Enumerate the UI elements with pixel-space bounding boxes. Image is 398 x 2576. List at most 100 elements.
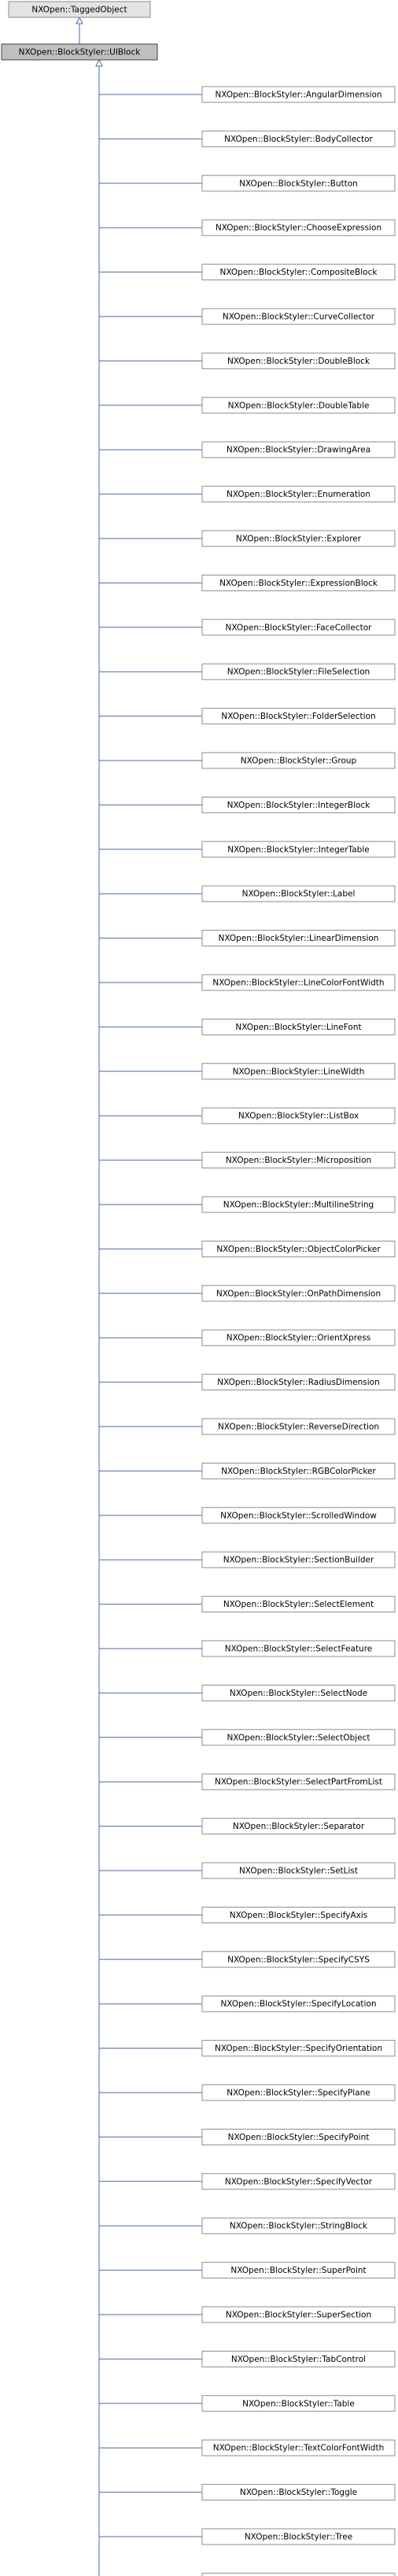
node-bodycollector-label: NXOpen::BlockStyler::BodyCollector: [224, 135, 373, 144]
node-stringblock[interactable]: NXOpen::BlockStyler::StringBlock: [201, 2217, 396, 2234]
node-separator[interactable]: NXOpen::BlockStyler::Separator: [201, 1818, 396, 1835]
node-toggle[interactable]: NXOpen::BlockStyler::Toggle: [201, 2484, 396, 2501]
node-tagged-object-box: [8, 1, 151, 18]
node-facecollector[interactable]: NXOpen::BlockStyler::FaceCollector: [201, 619, 396, 636]
node-selectobject[interactable]: NXOpen::BlockStyler::SelectObject: [201, 1729, 396, 1746]
node-objectcolorpicker[interactable]: NXOpen::BlockStyler::ObjectColorPicker: [201, 1240, 396, 1257]
node-radiusdimension-label: NXOpen::BlockStyler::RadiusDimension: [217, 1378, 380, 1387]
node-separator-box: [201, 1818, 396, 1835]
node-linewidth-label: NXOpen::BlockStyler::LineWidth: [233, 1067, 365, 1076]
node-onpathdimension-label: NXOpen::BlockStyler::OnPathDimension: [216, 1289, 381, 1298]
node-button-box: [201, 175, 396, 192]
node-textcolorfontwidth[interactable]: NXOpen::BlockStyler::TextColorFontWidth: [201, 2439, 396, 2456]
node-specifycsys[interactable]: NXOpen::BlockStyler::SpecifyCSYS: [201, 1951, 396, 1968]
node-listbox-box: [201, 1107, 396, 1124]
node-setlist-label: NXOpen::BlockStyler::SetList: [239, 1867, 358, 1876]
node-selectobject-box: [201, 1729, 396, 1746]
node-selectnode[interactable]: NXOpen::BlockStyler::SelectNode: [201, 1684, 396, 1701]
node-orientxpress[interactable]: NXOpen::BlockStyler::OrientXpress: [201, 1329, 396, 1346]
node-integertable-box: [201, 841, 396, 858]
node-curvecollector[interactable]: NXOpen::BlockStyler::CurveCollector: [201, 308, 396, 325]
node-scrolledwindow-box: [201, 1507, 396, 1524]
node-textcolorfontwidth-label: NXOpen::BlockStyler::TextColorFontWidth: [213, 2444, 385, 2453]
node-linecolorfontwidth[interactable]: NXOpen::BlockStyler::LineColorFontWidth: [201, 974, 396, 991]
node-group-box: [201, 752, 396, 769]
node-enumeration-label: NXOpen::BlockStyler::Enumeration: [227, 490, 370, 499]
node-setlist[interactable]: NXOpen::BlockStyler::SetList: [201, 1862, 396, 1879]
node-folderselection[interactable]: NXOpen::BlockStyler::FolderSelection: [201, 708, 396, 725]
node-integerblock[interactable]: NXOpen::BlockStyler::IntegerBlock: [201, 796, 396, 813]
node-table-box: [201, 2395, 396, 2412]
node-compositeblock[interactable]: NXOpen::BlockStyler::CompositeBlock: [201, 264, 396, 281]
node-specifypoint[interactable]: NXOpen::BlockStyler::SpecifyPoint: [201, 2128, 396, 2145]
node-tagged-object[interactable]: NXOpen::TaggedObject: [8, 1, 151, 18]
derived-class-nodes: NXOpen::BlockStyler::AngularDimensionNXO…: [201, 86, 396, 2576]
node-doubleblock[interactable]: NXOpen::BlockStyler::DoubleBlock: [201, 352, 396, 369]
node-specifyorientation[interactable]: NXOpen::BlockStyler::SpecifyOrientation: [201, 2040, 396, 2057]
node-selectpartfromlist-box: [201, 1773, 396, 1790]
node-selectpartfromlist[interactable]: NXOpen::BlockStyler::SelectPartFromList: [201, 1773, 396, 1790]
node-sectionbuilder-label: NXOpen::BlockStyler::SectionBuilder: [223, 1556, 374, 1565]
node-selectnode-label: NXOpen::BlockStyler::SelectNode: [230, 1689, 367, 1698]
node-tree[interactable]: NXOpen::BlockStyler::Tree: [201, 2528, 396, 2545]
node-expressionblock-label: NXOpen::BlockStyler::ExpressionBlock: [219, 579, 378, 588]
node-fileselection[interactable]: NXOpen::BlockStyler::FileSelection: [201, 663, 396, 680]
node-explorer-box: [201, 530, 396, 547]
node-explorer[interactable]: NXOpen::BlockStyler::Explorer: [201, 530, 396, 547]
node-scrolledwindow[interactable]: NXOpen::BlockStyler::ScrolledWindow: [201, 1507, 396, 1524]
node-reversedirection[interactable]: NXOpen::BlockStyler::ReverseDirection: [201, 1418, 396, 1435]
node-listbox[interactable]: NXOpen::BlockStyler::ListBox: [201, 1107, 396, 1124]
node-specifylocation[interactable]: NXOpen::BlockStyler::SpecifyLocation: [201, 1995, 396, 2012]
node-selectelement[interactable]: NXOpen::BlockStyler::SelectElement: [201, 1596, 396, 1613]
node-folderselection-box: [201, 708, 396, 725]
node-bodycollector-box: [201, 130, 396, 147]
node-uiblock-label: NXOpen::BlockStyler::UIBlock: [19, 48, 142, 57]
node-superpoint[interactable]: NXOpen::BlockStyler::SuperPoint: [201, 2262, 396, 2279]
node-specifyaxis[interactable]: NXOpen::BlockStyler::SpecifyAxis: [201, 1906, 396, 1923]
node-linecolorfontwidth-label: NXOpen::BlockStyler::LineColorFontWidth: [212, 979, 384, 988]
node-table[interactable]: NXOpen::BlockStyler::Table: [201, 2395, 396, 2412]
node-supersection[interactable]: NXOpen::BlockStyler::SuperSection: [201, 2306, 396, 2323]
node-drawingarea[interactable]: NXOpen::BlockStyler::DrawingArea: [201, 441, 396, 458]
node-integerblock-label: NXOpen::BlockStyler::IntegerBlock: [227, 801, 371, 810]
node-selectfeature[interactable]: NXOpen::BlockStyler::SelectFeature: [201, 1640, 396, 1657]
node-lineardimension[interactable]: NXOpen::BlockStyler::LinearDimension: [201, 930, 396, 947]
node-rgbcolorpicker-label: NXOpen::BlockStyler::RGBColorPicker: [221, 1467, 376, 1476]
node-angulardimension[interactable]: NXOpen::BlockStyler::AngularDimension: [201, 86, 396, 103]
node-rgbcolorpicker-box: [201, 1462, 396, 1479]
node-group-label: NXOpen::BlockStyler::Group: [241, 757, 357, 766]
node-label[interactable]: NXOpen::BlockStyler::Label: [201, 885, 396, 902]
node-specifyaxis-label: NXOpen::BlockStyler::SpecifyAxis: [230, 1911, 367, 1920]
node-chooseexpression-box: [201, 219, 396, 236]
node-expressionblock[interactable]: NXOpen::BlockStyler::ExpressionBlock: [201, 574, 396, 591]
node-selectnode-box: [201, 1684, 396, 1701]
node-enumeration[interactable]: NXOpen::BlockStyler::Enumeration: [201, 486, 396, 503]
node-group[interactable]: NXOpen::BlockStyler::Group: [201, 752, 396, 769]
node-integertable[interactable]: NXOpen::BlockStyler::IntegerTable: [201, 841, 396, 858]
node-specifyorientation-box: [201, 2040, 396, 2057]
node-sectionbuilder[interactable]: NXOpen::BlockStyler::SectionBuilder: [201, 1551, 396, 1568]
node-tabcontrol-box: [201, 2350, 396, 2367]
node-angulardimension-box: [201, 86, 396, 103]
node-uiblock-box: [1, 43, 158, 61]
node-rgbcolorpicker[interactable]: NXOpen::BlockStyler::RGBColorPicker: [201, 1462, 396, 1479]
node-wizard-box: [201, 2572, 396, 2576]
node-specifyplane[interactable]: NXOpen::BlockStyler::SpecifyPlane: [201, 2084, 396, 2101]
node-chooseexpression[interactable]: NXOpen::BlockStyler::ChooseExpression: [201, 219, 396, 236]
node-button[interactable]: NXOpen::BlockStyler::Button: [201, 175, 396, 192]
node-wizard[interactable]: NXOpen::BlockStyler::Wizard: [201, 2572, 396, 2576]
node-radiusdimension[interactable]: NXOpen::BlockStyler::RadiusDimension: [201, 1374, 396, 1391]
node-multilinestring-box: [201, 1196, 396, 1213]
node-specifyvector[interactable]: NXOpen::BlockStyler::SpecifyVector: [201, 2173, 396, 2190]
node-linefont[interactable]: NXOpen::BlockStyler::LineFont: [201, 1018, 396, 1035]
node-integerblock-box: [201, 796, 396, 813]
node-microposition[interactable]: NXOpen::BlockStyler::Microposition: [201, 1152, 396, 1169]
node-linewidth[interactable]: NXOpen::BlockStyler::LineWidth: [201, 1063, 396, 1080]
node-bodycollector[interactable]: NXOpen::BlockStyler::BodyCollector: [201, 130, 396, 147]
node-doubletable[interactable]: NXOpen::BlockStyler::DoubleTable: [201, 397, 396, 414]
node-tabcontrol[interactable]: NXOpen::BlockStyler::TabControl: [201, 2350, 396, 2367]
node-onpathdimension[interactable]: NXOpen::BlockStyler::OnPathDimension: [201, 1285, 396, 1302]
node-fileselection-box: [201, 663, 396, 680]
node-specifylocation-label: NXOpen::BlockStyler::SpecifyLocation: [220, 2000, 376, 2009]
node-multilinestring[interactable]: NXOpen::BlockStyler::MultilineString: [201, 1196, 396, 1213]
